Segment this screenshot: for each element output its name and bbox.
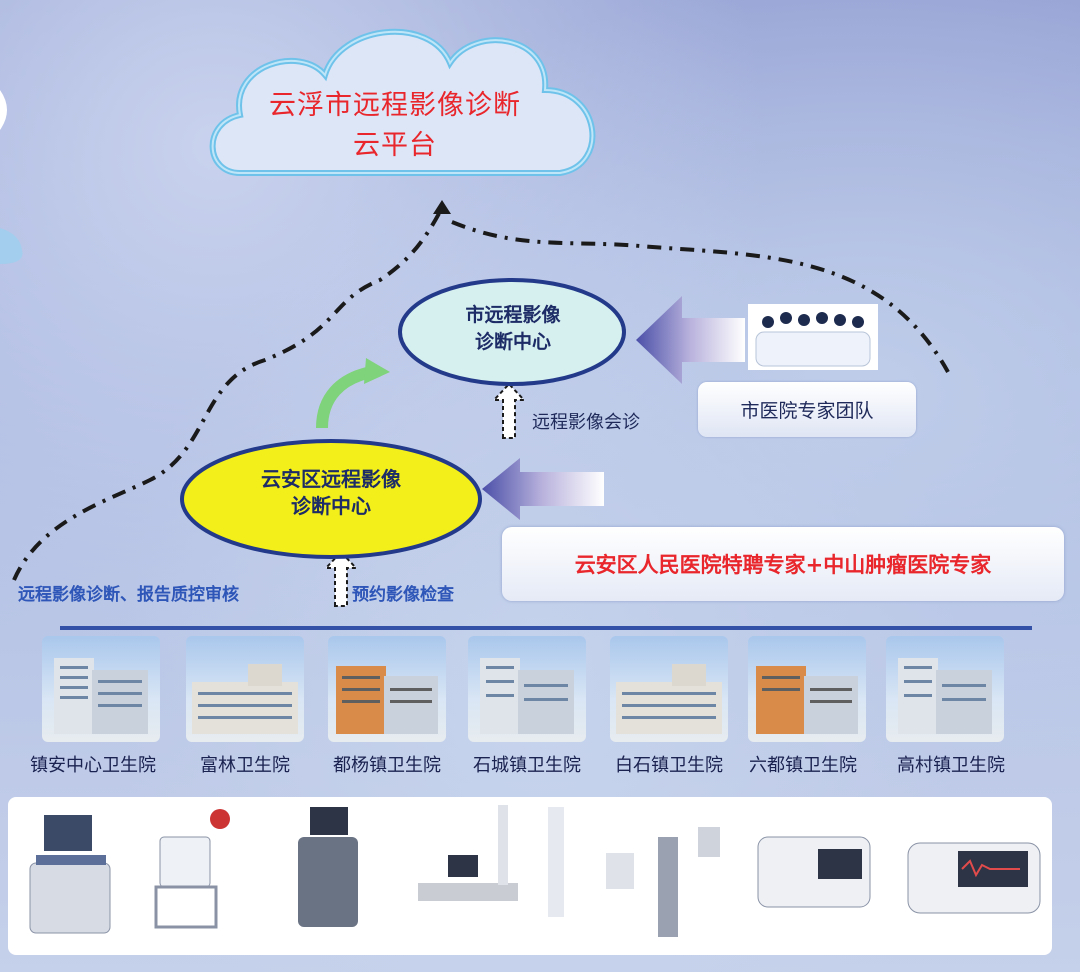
hospital-label-5: 白石镇卫生院 [615,755,723,776]
city-center-label: 市远程影像 诊断中心 [420,302,606,356]
color-doppler-icon [298,807,358,927]
hospital-label-2: 富林卫生院 [200,755,290,776]
hospital-image-5 [610,636,728,742]
section-divider [60,626,1032,630]
city-expert-team-box: 市医院专家团队 [698,382,916,437]
remote-consult-label: 远程影像会诊 [532,412,640,433]
district-experts-box: 云安区人民医院特聘专家+中山肿瘤医院专家 [502,527,1064,601]
city-center-line2: 诊断中心 [474,331,551,353]
hospital-label-6: 六都镇卫生院 [749,755,857,776]
hospital-label-4: 石城镇卫生院 [473,755,581,776]
city-team-arrow-icon [636,296,745,384]
ultrasound-machine-icon [29,815,111,934]
ecg-machine-icon [757,836,871,908]
left-dashdot-line [12,207,444,581]
hospital-image-7 [886,636,1004,742]
district-center-line1: 云安区远程影像 [261,467,401,491]
expert-team-photo [748,304,878,370]
district-center-ellipse [180,439,482,559]
multichannel-ecg-icon [907,842,1041,914]
district-team-arrow-icon [482,458,604,520]
hospital-image-2 [186,636,304,742]
c-arm-xray-icon [606,827,720,937]
cloud-arrowhead-icon [433,200,451,214]
green-upgrade-arrow-icon [316,366,374,429]
edge-cloud-small-icon [0,228,23,264]
right-dashdot-line [451,220,950,373]
cloud-title-line1: 云浮市远程影像诊断 [269,90,521,121]
cloud-title-line2: 云平台 [353,130,437,161]
appointment-up-arrow-icon [323,550,359,607]
dr-xray-desk-icon [418,805,564,917]
city-center-ellipse [398,278,626,386]
hospital-label-7: 高村镇卫生院 [897,755,1005,776]
physio-cart-icon [154,809,230,929]
edge-cloud-left-icon [0,90,7,130]
cloud-platform-title: 云浮市远程影像诊断 云平台 [230,86,560,166]
hospital-image-3 [328,636,446,742]
district-center-label: 云安区远程影像 诊断中心 [208,466,454,520]
remote-diagnosis-label: 远程影像诊断、报告质控审核 [18,585,239,605]
consult-up-arrow-icon [491,382,527,439]
hospital-label-1: 镇安中心卫生院 [30,755,156,776]
hospital-image-4 [468,636,586,742]
city-center-line1: 市远程影像 [465,304,561,326]
hospital-image-6 [748,636,866,742]
district-center-line2: 诊断中心 [291,494,371,518]
hospital-label-3: 都杨镇卫生院 [333,755,441,776]
equipment-panel [8,797,1052,955]
appointment-label: 预约影像检查 [352,585,454,605]
cloud-platform-icon [209,28,596,176]
hospital-image-1 [42,636,160,742]
city-expert-team-label: 市医院专家团队 [740,400,874,422]
district-experts-label: 云安区人民医院特聘专家+中山肿瘤医院专家 [574,553,992,577]
